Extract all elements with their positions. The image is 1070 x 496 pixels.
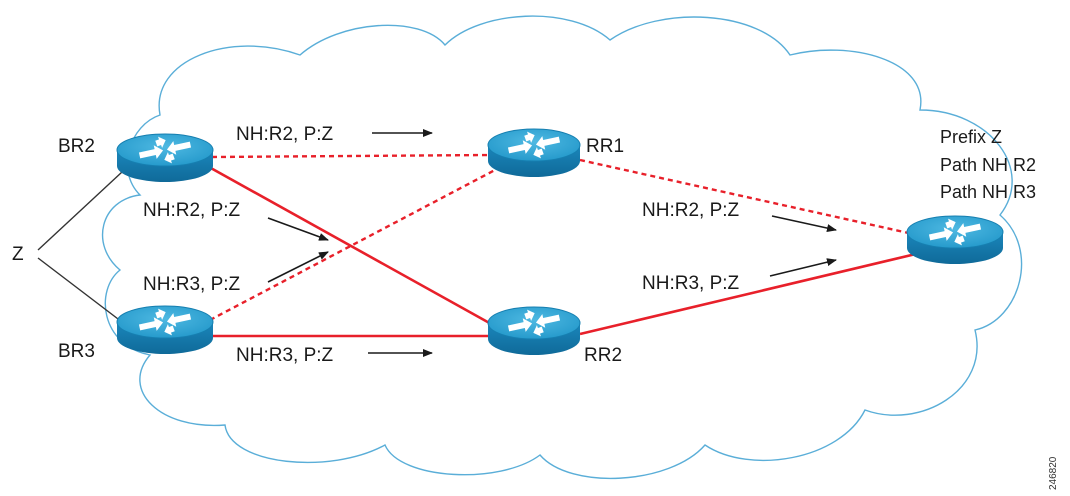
link-rr2-client: [579, 251, 921, 336]
z-to-br2-line: [37, 171, 123, 251]
z-to-br3-line: [37, 257, 123, 323]
advert-label-br3-diag: NH:R3, P:Z: [143, 274, 241, 295]
advert-label-rr2-client: NH:R3, P:Z: [642, 273, 740, 294]
z-label: Z: [12, 244, 24, 265]
router-rr2-icon: [487, 306, 581, 355]
link-br2-rr1: [211, 153, 491, 159]
advert-label-rr1-client: NH:R2, P:Z: [642, 200, 740, 221]
arrow-rr1-client: [771, 215, 837, 232]
rr2-label: RR2: [584, 345, 622, 366]
router-br3-icon: [116, 305, 214, 354]
br2-label: BR2: [58, 136, 95, 157]
network-cloud: [101, 15, 1023, 480]
advert-label-br3-rr2: NH:R3, P:Z: [236, 345, 334, 366]
router-br2-icon: [116, 133, 214, 182]
arrow-br2-diag: [267, 217, 329, 241]
figure-id: 246820: [1048, 456, 1059, 490]
arrow-br3-diag: [267, 251, 329, 283]
router-client-icon: [906, 215, 1004, 264]
advert-label-br2-rr1: NH:R2, P:Z: [236, 124, 334, 145]
router-rr1-icon: [487, 128, 581, 177]
arrow-rr2-client: [769, 258, 837, 277]
prefix-line-2: Path NH R2: [940, 155, 1036, 175]
link-br2-rr2: [199, 160, 503, 332]
advert-label-br2-diag: NH:R2, P:Z: [143, 200, 241, 221]
br3-label: BR3: [58, 341, 95, 362]
prefix-line-1: Prefix Z: [940, 127, 1002, 147]
rr1-label: RR1: [586, 136, 624, 157]
prefix-line-3: Path NH R3: [940, 182, 1036, 202]
link-rr1-client: [579, 158, 923, 238]
